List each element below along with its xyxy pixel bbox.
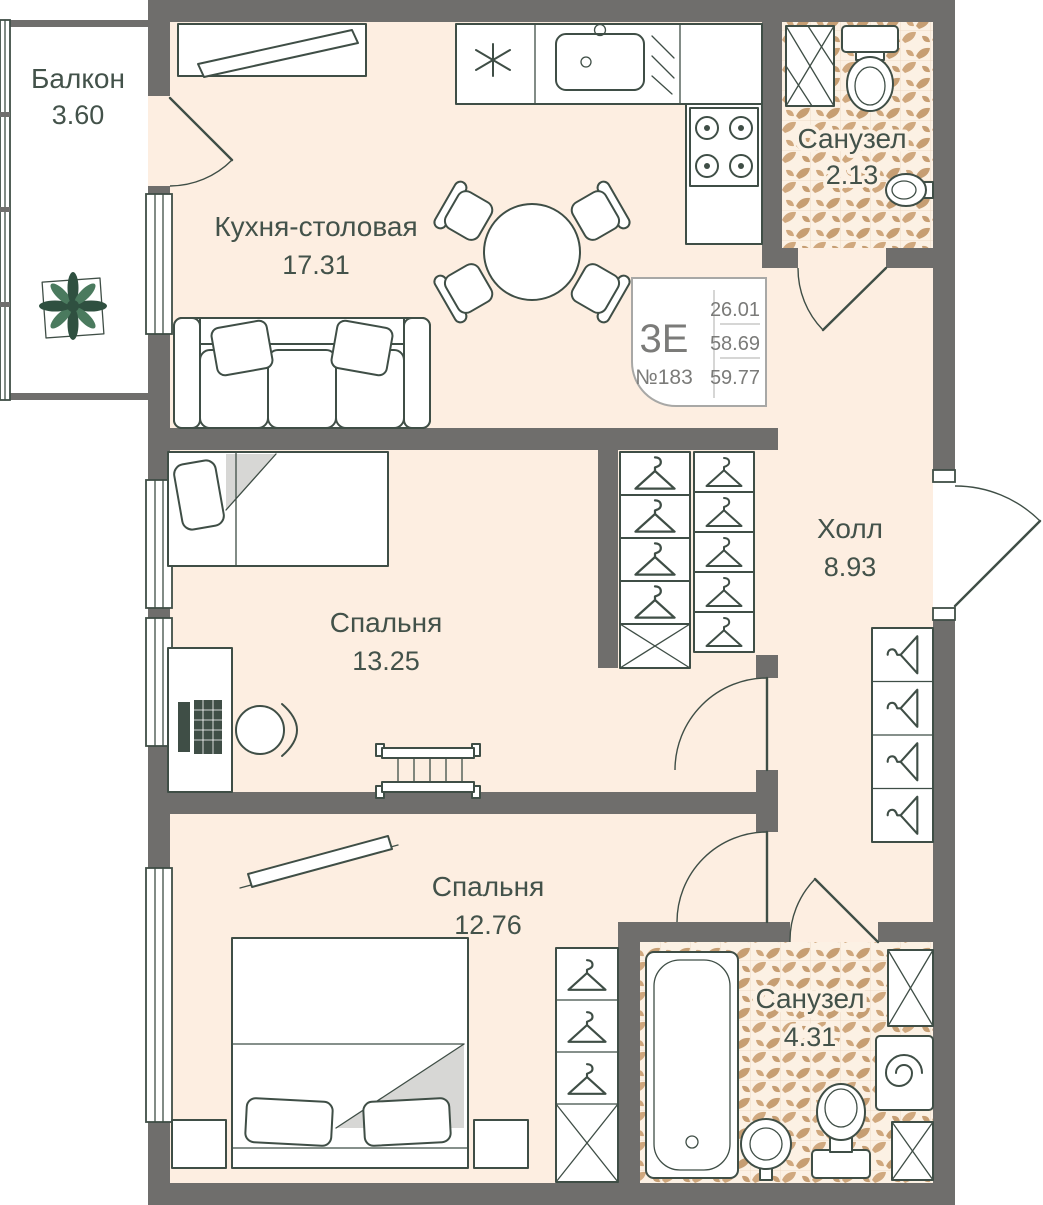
area-no-balcony: 58.69 bbox=[710, 333, 760, 355]
fridge-icon bbox=[475, 43, 511, 77]
vent-shaft-icon bbox=[891, 1121, 934, 1181]
walls bbox=[0, 0, 955, 1205]
doors bbox=[168, 96, 1042, 944]
tv-icon bbox=[197, 29, 359, 78]
nightstand bbox=[171, 1119, 227, 1169]
sink-icon bbox=[885, 173, 934, 207]
bathroom-bottom-door bbox=[789, 877, 880, 944]
bathroom-bottom-threshold bbox=[790, 922, 878, 942]
kitchen-area: 17.31 bbox=[282, 250, 350, 280]
bedroom-mid-door bbox=[674, 676, 769, 772]
pillow bbox=[330, 319, 394, 377]
bathroom-top-door bbox=[797, 266, 888, 332]
desk-chair bbox=[235, 703, 298, 757]
bedroom-mid-furniture bbox=[167, 451, 481, 799]
bedroom-bottom-area: 12.76 bbox=[454, 910, 522, 940]
bathroom-top-fixtures bbox=[785, 25, 934, 207]
bedroom-mid-area: 13.25 bbox=[352, 646, 420, 676]
tv-icon bbox=[247, 835, 393, 888]
bathroom-top-label: Санузел bbox=[797, 123, 906, 154]
wardrobe-bedroom-bottom bbox=[555, 947, 619, 1183]
nightstand bbox=[473, 1119, 529, 1169]
wardrobe-hall-left bbox=[619, 451, 691, 669]
balcony-door bbox=[168, 96, 234, 187]
vent-shaft-icon bbox=[887, 949, 934, 1027]
bathroom-top-area: 2.13 bbox=[826, 160, 879, 190]
hall-area: 8.93 bbox=[824, 552, 877, 582]
entrance-door bbox=[932, 469, 1042, 621]
unit-number: №183 bbox=[635, 366, 693, 389]
vent-shaft-icon bbox=[785, 25, 835, 107]
pillow bbox=[173, 459, 225, 531]
tv-bedroom bbox=[239, 835, 399, 889]
double-bed bbox=[231, 937, 469, 1169]
hall-wardrobes bbox=[619, 451, 934, 843]
laptop-icon bbox=[178, 700, 222, 754]
dining-set bbox=[431, 178, 633, 326]
kitchen-label: Кухня-столовая bbox=[214, 211, 417, 242]
bathroom-bottom-area: 4.31 bbox=[784, 1022, 837, 1052]
unit-badge: 3Е №183 26.01 58.69 59.77 bbox=[631, 277, 767, 407]
area-living: 26.01 bbox=[710, 299, 760, 321]
toilet-icon bbox=[841, 25, 899, 112]
bedroom-bottom-furniture bbox=[171, 835, 619, 1183]
room-labels: Балкон 3.60 Кухня-столовая 17.31 Санузел… bbox=[31, 63, 910, 1056]
kitchen-sink-icon bbox=[555, 23, 675, 95]
stove-icon bbox=[689, 107, 759, 187]
balcony-glazing bbox=[0, 19, 11, 401]
wardrobe-hall-mid bbox=[693, 451, 755, 653]
toilet-icon bbox=[811, 1083, 871, 1179]
sofa bbox=[173, 317, 431, 429]
sink-icon bbox=[740, 1118, 792, 1181]
area-total: 59.77 bbox=[710, 367, 760, 389]
bedroom-mid-label: Спальня bbox=[330, 607, 443, 638]
single-bed bbox=[167, 451, 389, 567]
bathtub-icon bbox=[645, 951, 739, 1179]
desk bbox=[167, 647, 233, 793]
balcony-label: Балкон bbox=[31, 63, 125, 94]
pillow bbox=[362, 1097, 452, 1147]
hall-label: Холл bbox=[817, 513, 883, 544]
bathroom-top-threshold bbox=[798, 248, 886, 268]
tv-stand-kitchen bbox=[177, 23, 367, 78]
balcony-door-threshold bbox=[148, 96, 170, 186]
wardrobe-hall-right bbox=[871, 627, 934, 843]
dining-table bbox=[483, 203, 581, 301]
kitchen-window bbox=[145, 193, 173, 335]
washing-machine-icon bbox=[875, 1035, 934, 1111]
pillow bbox=[210, 319, 274, 377]
unit-type: 3Е bbox=[640, 317, 689, 361]
plant-icon bbox=[39, 272, 107, 340]
bedroom-bottom-door bbox=[676, 830, 769, 924]
bathroom-bottom-label: Санузел bbox=[755, 983, 864, 1014]
balcony-area: 3.60 bbox=[52, 100, 105, 130]
bench-rack bbox=[375, 743, 481, 799]
kitchen-furniture bbox=[173, 23, 763, 429]
bedroom-bottom-label: Спальня bbox=[432, 871, 545, 902]
bedroom-bottom-window bbox=[145, 867, 173, 1123]
pillow bbox=[244, 1097, 334, 1147]
bathroom-bottom-fixtures bbox=[645, 949, 934, 1181]
